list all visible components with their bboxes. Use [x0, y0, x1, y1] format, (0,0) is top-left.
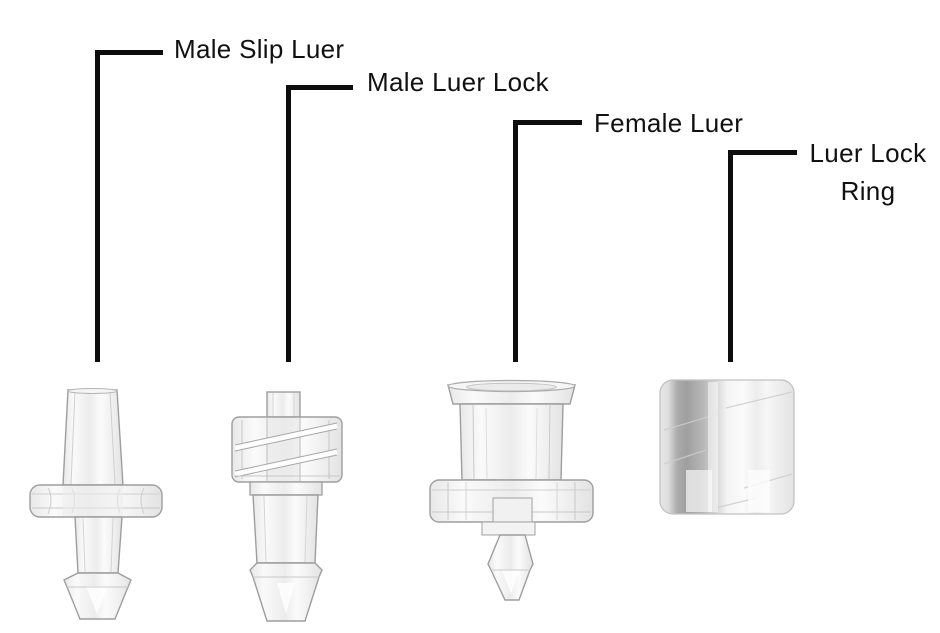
ring-body	[659, 379, 795, 515]
step-neck	[481, 497, 536, 536]
callout-line-male-slip-luer	[95, 50, 163, 362]
luer-lock-ring-drawing	[659, 379, 795, 515]
callout-line-male-luer-lock	[286, 85, 353, 362]
label-male-slip-luer: Male Slip Luer	[174, 34, 345, 64]
male-luer-lock-image	[225, 388, 347, 622]
luer-lock-ring-image	[656, 378, 800, 520]
label-luer-lock-ring: Luer Lock Ring	[809, 138, 927, 206]
label-male-luer-lock: Male Luer Lock	[367, 67, 549, 97]
male-slip-luer-image	[26, 386, 166, 622]
male-luer-lock-drawing	[231, 391, 343, 622]
collar-lip	[249, 481, 323, 496]
callout-line-luer-lock-ring	[728, 150, 797, 362]
hose-barb	[487, 534, 534, 601]
hub-body	[459, 403, 564, 481]
label-female-luer: Female Luer	[594, 108, 744, 138]
female-luer-image	[426, 378, 596, 604]
hose-barb	[63, 572, 132, 620]
luer-taper-tip	[62, 388, 124, 486]
flange	[29, 484, 163, 518]
callout-line-female-luer	[513, 120, 582, 362]
hose-barb	[249, 562, 323, 622]
top-tube	[266, 391, 301, 418]
female-hub-rim	[447, 379, 576, 405]
male-slip-luer-drawing	[29, 388, 163, 620]
lock-collar	[231, 416, 343, 483]
female-luer-drawing	[429, 379, 594, 601]
lower-shaft	[252, 494, 319, 564]
lower-shaft	[74, 516, 123, 574]
